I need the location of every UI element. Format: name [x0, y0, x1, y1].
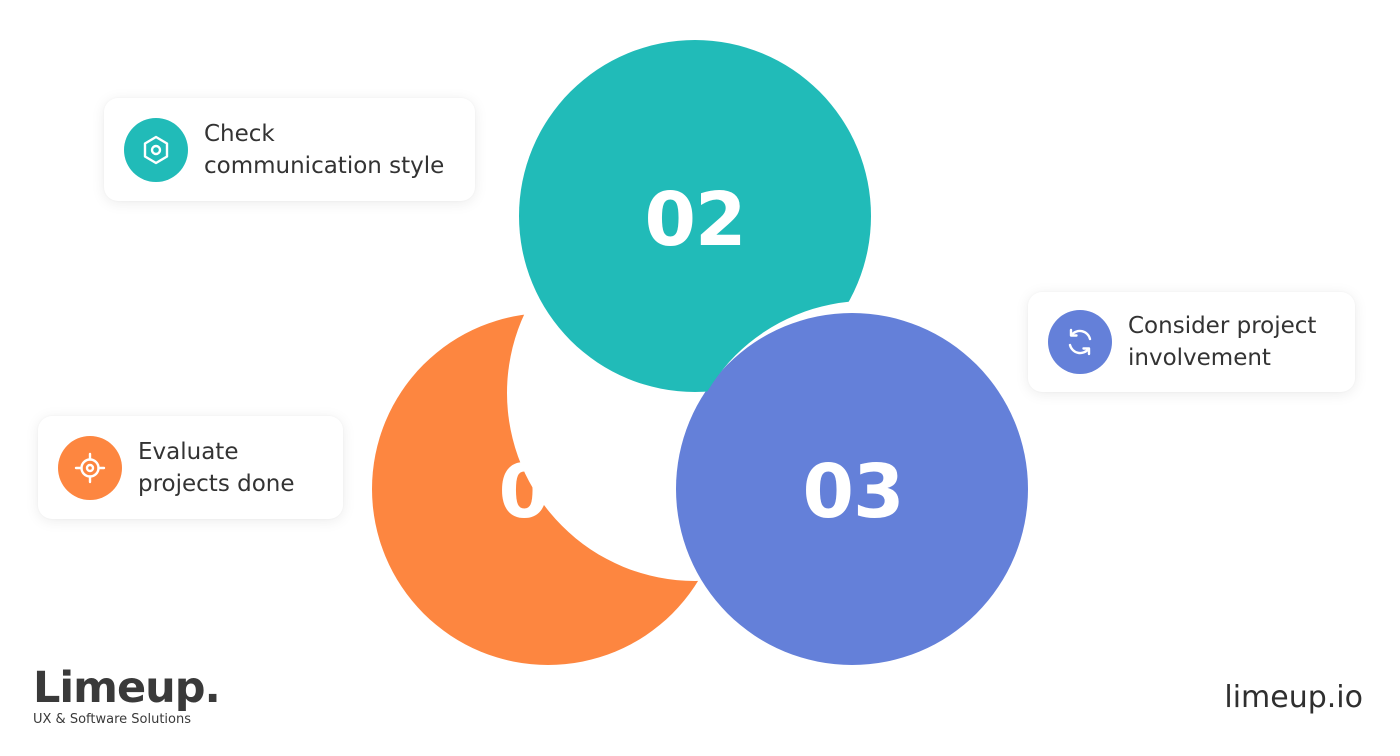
- step-03-card: Consider project involvement: [1028, 292, 1355, 392]
- target-icon: [58, 435, 122, 500]
- step-01-label-line2: projects done: [138, 470, 295, 497]
- step-01-label-line1: Evaluate: [138, 438, 239, 465]
- hexagon-nut-icon: [124, 117, 188, 182]
- logo-wordmark: Limeup.: [33, 663, 221, 713]
- step-number-03: 03: [803, 449, 904, 535]
- step-circle-02: [519, 40, 871, 392]
- step-02-label-line1: Check: [204, 120, 275, 147]
- step-03-label-line1: Consider project: [1128, 313, 1317, 339]
- refresh-icon: [1048, 310, 1112, 374]
- step-02-label-line2: communication style: [204, 152, 445, 179]
- logo-tagline: UX & Software Solutions: [33, 712, 191, 727]
- site-url: limeup.io: [1224, 680, 1363, 715]
- step-number-02: 02: [645, 177, 746, 263]
- limeup-logo: Limeup. UX & Software Solutions: [33, 663, 221, 727]
- step-number-01: 01: [499, 449, 600, 535]
- step-03-label-line2: involvement: [1128, 345, 1271, 371]
- step-02-card: Check communication style: [104, 98, 475, 201]
- step-circle-03: [676, 313, 1028, 665]
- step-01-card: Evaluate projects done: [38, 416, 343, 519]
